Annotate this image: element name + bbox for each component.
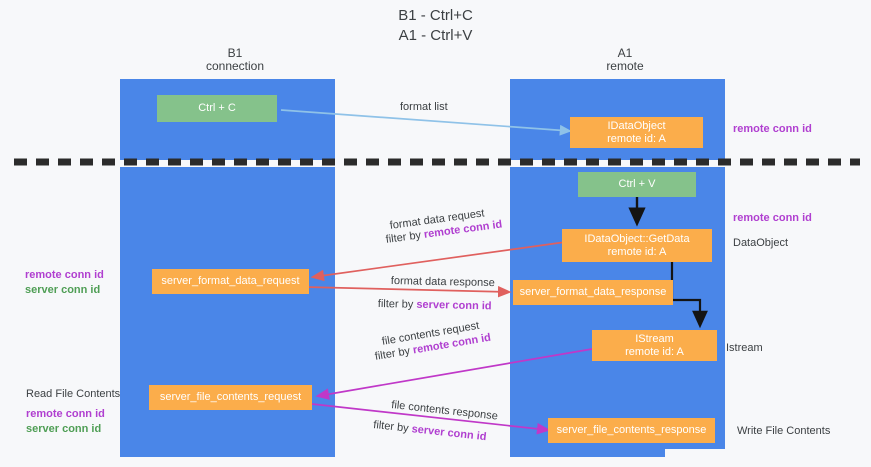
annotation-left-mid-key1: remote conn id	[25, 269, 104, 281]
lane-a1-bottom-ext	[665, 167, 725, 449]
box-server-file-contents-request[interactable]: server_file_contents_request	[149, 385, 312, 410]
box-istream[interactable]: IStream remote id: A	[592, 330, 717, 361]
annotation-right-write-file-contents-text: Write File Contents	[737, 425, 831, 437]
column-header-a1-role: remote	[606, 59, 644, 73]
annotation-right-istream: Istream	[726, 341, 763, 356]
lane-b1-bottom	[120, 167, 335, 457]
box-server-format-data-request-label: server_format_data_request	[161, 275, 300, 287]
box-getdata[interactable]: IDataObject::GetData remote id: A	[562, 229, 712, 262]
column-header-b1: B1 connection	[120, 47, 350, 73]
annotation-left-bottom: Read File Contents remote conn id server…	[26, 385, 120, 437]
box-idataobject[interactable]: IDataObject remote id: A	[570, 117, 703, 148]
section-divider	[14, 158, 860, 166]
filter-prefix: filter by	[374, 344, 414, 363]
box-ctrl-v[interactable]: Ctrl + V	[578, 172, 696, 197]
box-server-format-data-response[interactable]: server_format_data_response	[513, 280, 673, 305]
annotation-right-istream-text: Istream	[726, 342, 763, 354]
column-header-b1-name: B1	[227, 46, 243, 60]
annotation-left-mid-key2: server conn id	[25, 284, 101, 296]
filter-key: server conn id	[416, 298, 492, 313]
annotation-right-dataobject: DataObject	[733, 236, 788, 251]
box-server-file-contents-request-label: server_file_contents_request	[159, 391, 302, 403]
annotation-right-dataobject-text: DataObject	[733, 237, 789, 249]
box-idataobject-line2: remote id: A	[607, 132, 666, 145]
annotation-left-mid: remote conn id server conn id	[25, 268, 104, 298]
column-header-b1-role: connection	[205, 59, 265, 73]
annotation-right-top: remote conn id	[733, 122, 812, 137]
box-ctrl-v-label: Ctrl + V	[618, 178, 656, 190]
box-idataobject-line1: IDataObject	[607, 119, 666, 132]
box-ctrl-c-label: Ctrl + C	[198, 102, 236, 114]
box-getdata-line1: IDataObject::GetData	[584, 232, 690, 245]
page-title: B1 - Ctrl+C A1 - Ctrl+V	[0, 6, 871, 46]
box-server-format-data-response-label: server_format_data_response	[519, 286, 667, 298]
page-title-line2: A1 - Ctrl+V	[398, 27, 473, 44]
annotation-left-bottom-key2: server conn id	[26, 423, 102, 435]
flow-label-format-list: format list	[400, 101, 448, 113]
lane-a1-bottom	[510, 167, 665, 457]
filter-key: server conn id	[410, 423, 488, 444]
flow-label-file-contents-response: file contents response	[390, 399, 499, 423]
box-istream-line2: remote id: A	[625, 345, 684, 358]
box-getdata-line2: remote id: A	[607, 245, 667, 258]
annotation-right-mid-key-text: remote conn id	[733, 212, 812, 224]
flow-label-format-data-response-filter: filter by server conn id	[378, 298, 492, 312]
flow-label-format-data-response: format data response	[390, 275, 495, 290]
annotation-left-bottom-key1: remote conn id	[26, 408, 105, 420]
box-server-file-contents-response[interactable]: server_file_contents_response	[548, 418, 715, 443]
box-server-file-contents-response-label: server_file_contents_response	[556, 424, 707, 436]
annotation-right-top-text: remote conn id	[733, 123, 812, 135]
column-header-a1-name: A1	[617, 46, 633, 60]
filter-prefix: filter by	[372, 419, 413, 436]
flow-label-file-contents-response-filter: filter by server conn id	[373, 419, 487, 443]
annotation-right-write-file-contents: Write File Contents	[737, 424, 830, 439]
filter-prefix: filter by	[377, 298, 417, 311]
annotation-right-mid-key: remote conn id	[733, 211, 812, 226]
annotation-left-bottom-heading: Read File Contents	[26, 388, 121, 400]
box-istream-line1: IStream	[635, 332, 674, 345]
box-ctrl-c[interactable]: Ctrl + C	[157, 95, 277, 122]
column-header-a1: A1 remote	[510, 47, 740, 73]
box-server-format-data-request[interactable]: server_format_data_request	[152, 269, 309, 294]
page-title-line1: B1 - Ctrl+C	[398, 7, 473, 24]
